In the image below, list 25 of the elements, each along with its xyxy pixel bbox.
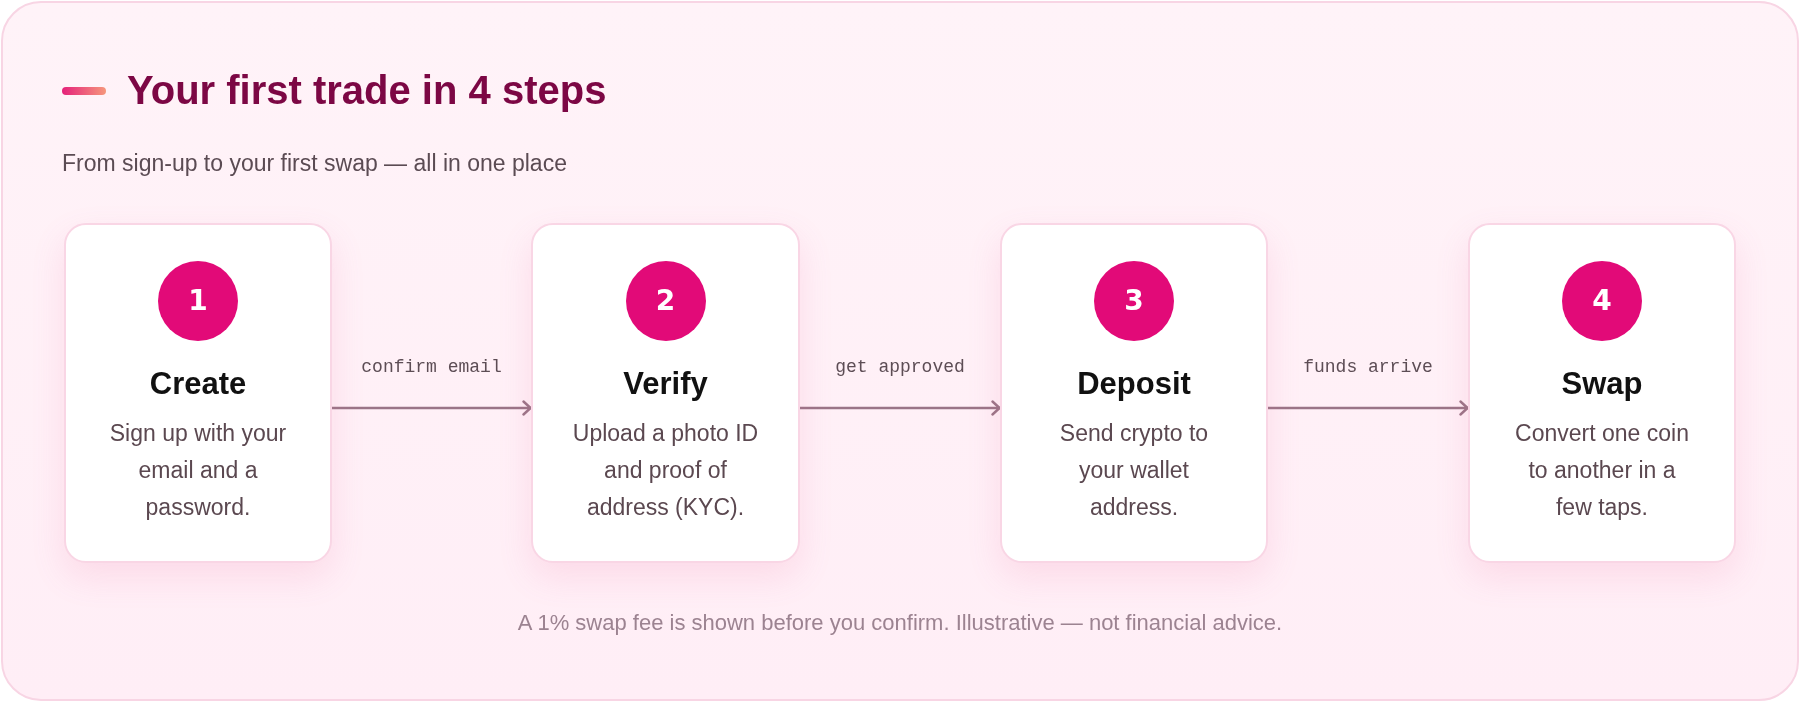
step-number: 2 xyxy=(625,261,706,341)
arrow xyxy=(800,400,1001,416)
step-number: 3 xyxy=(1094,261,1174,341)
title: Your first trade in 4 steps xyxy=(127,67,607,114)
step-description: Upload a photo ID and proof of address (KYC). xyxy=(572,419,759,522)
edge-label: funds arrive xyxy=(1303,356,1433,378)
step-title: Deposit xyxy=(1077,365,1191,403)
step-description: Sign up with your email and a password. xyxy=(108,419,288,522)
subtitle: From sign-up to your first swap — all in one place xyxy=(62,149,567,177)
step-card xyxy=(531,223,800,563)
step-card xyxy=(1000,223,1268,563)
arrow xyxy=(332,400,532,416)
step-number: 1 xyxy=(158,261,238,341)
step-number: 4 xyxy=(1562,261,1642,341)
edge-label: confirm email xyxy=(361,356,502,378)
step-card xyxy=(1468,223,1736,563)
step-card xyxy=(64,223,332,563)
step-title: Create xyxy=(149,365,247,403)
edge-label: get approved xyxy=(835,356,965,378)
footnote: A 1% swap fee is shown before you confirm. Illustrative — not financial advice. xyxy=(517,609,1283,637)
step-title: Swap xyxy=(1561,365,1643,403)
step-description: Send crypto to your wallet address. xyxy=(1058,419,1210,522)
step-description: Convert one coin to another in a few taps. xyxy=(1514,419,1690,522)
step-title: Verify xyxy=(623,365,708,403)
arrow xyxy=(1268,400,1469,416)
